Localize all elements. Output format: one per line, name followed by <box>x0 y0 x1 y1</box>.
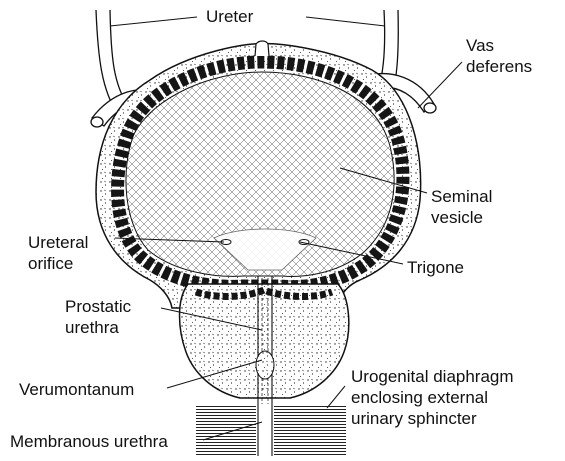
label-membranous-urethra: Membranous urethra <box>10 431 168 452</box>
label-verumontanum: Verumontanum <box>19 379 134 400</box>
label-ureter: Ureter <box>206 6 253 27</box>
label-urogenital-diaphragm: Urogenital diaphragm enclosing external … <box>351 366 514 429</box>
label-seminal-vesicle: Seminal vesicle <box>431 186 492 228</box>
label-prostatic-urethra: Prostatic urethra <box>65 296 131 338</box>
verumontanum-mark <box>256 351 274 379</box>
prostate-gland <box>180 284 349 398</box>
label-ureteral-orifice: Ureteral orifice <box>28 232 88 274</box>
label-vas-deferens: Vas deferens <box>466 35 532 77</box>
label-trigone: Trigone <box>407 257 464 278</box>
